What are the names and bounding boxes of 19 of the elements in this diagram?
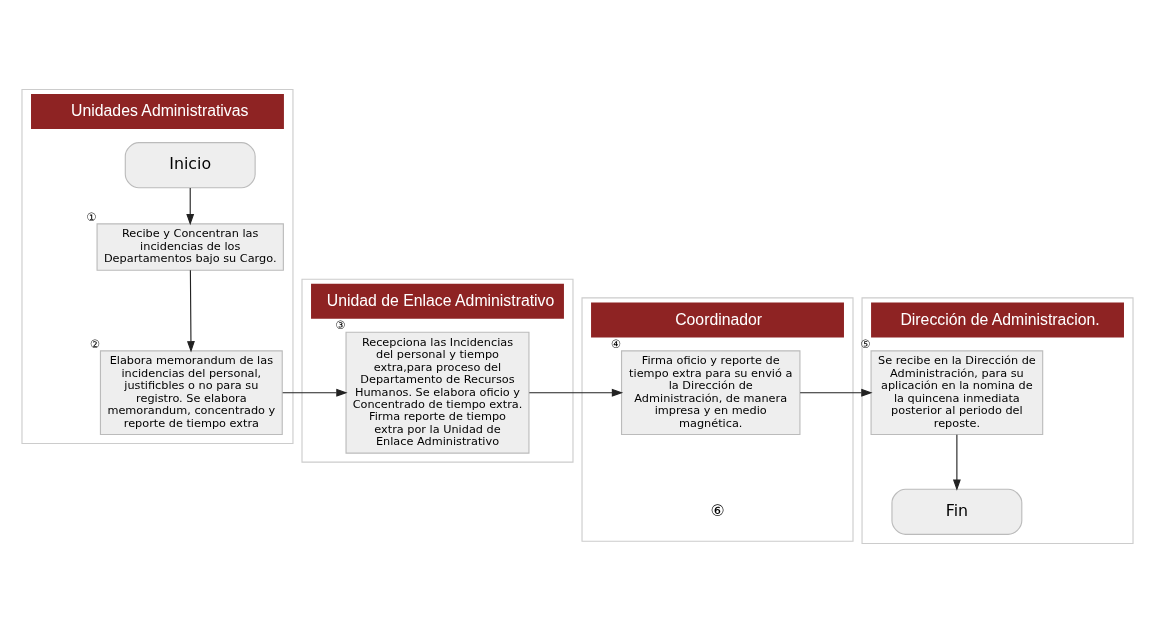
node-label: ③ — [335, 318, 346, 332]
node-box: Recibe y Concentran las incidencias de los Departamentos bajo su Cargo. — [96, 223, 284, 271]
arrow — [282, 388, 348, 397]
arrow — [799, 388, 873, 397]
node-box: Fin — [891, 488, 1023, 535]
node-box: Se recibe en la Dirección de Administración, para su aplicación en la nomina de la quincena inmediata posterior al periodo del reposte. — [870, 350, 1044, 436]
node-label: ④ — [610, 337, 621, 351]
arrow — [952, 434, 961, 491]
node-box: Inicio — [124, 142, 256, 189]
arrow — [187, 269, 195, 353]
node-box: Elabora memorandum de las incidencias del personal, justificbles o no para su registro. Se elabora memorandum, concentrado y reporte de tiempo extra — [99, 350, 283, 436]
arrow — [528, 388, 624, 397]
node-box: Firma oficio y reporte de tiempo extra para su envió a la Dirección de Administración, de manera impresa y en medio magnética. — [620, 350, 801, 436]
node-label: ② — [89, 337, 100, 351]
label: ⑥ — [710, 501, 725, 521]
node-label: ① — [86, 210, 97, 224]
node-box: Recepciona las Incidencias del personal y tiempo extra,para proceso del Departamento de Recursos Humanos. Se elabora oficio y Concentrado de tiempo extra. Firma reporte de tiempo extra por la Unidad de Enlace Administrativo — [345, 331, 530, 454]
node-label: ⑤ — [860, 337, 871, 351]
arrow — [186, 187, 195, 226]
